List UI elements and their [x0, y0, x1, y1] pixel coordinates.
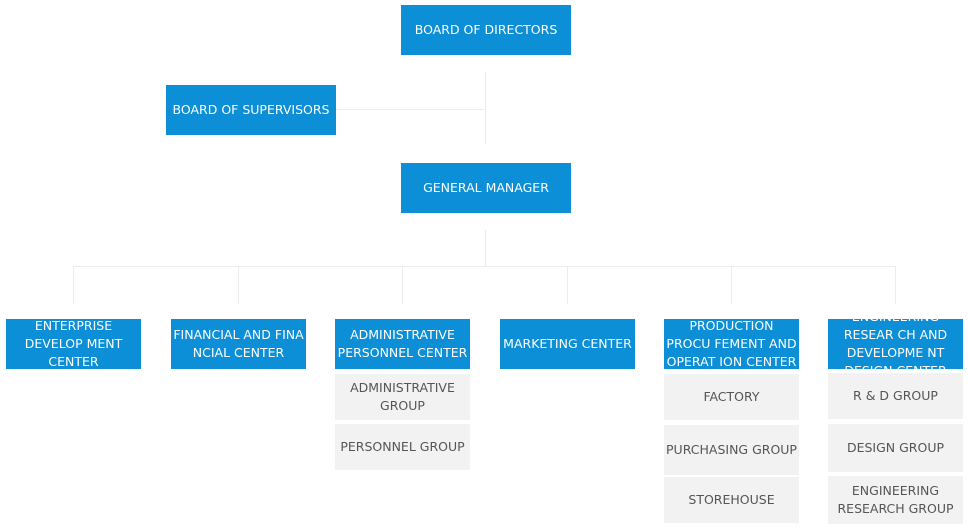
board-of-supervisors-box: BOARD OF SUPERVISORS	[166, 85, 336, 135]
connector-drop-1	[73, 266, 74, 304]
group-engineering-research: ENGINEERING RESEARCH GROUP	[828, 476, 963, 524]
center-administrative-personnel: ADMINISTRATIVE PERSONNEL CENTER	[335, 319, 470, 369]
center-production-procurement-operation: PRODUCTION PROCU FEMENT AND OPERAT ION C…	[664, 318, 799, 369]
connector-drop-6	[895, 266, 896, 304]
connector-directors-gm	[485, 72, 486, 144]
group-personnel: PERSONNEL GROUP	[335, 424, 470, 470]
connector-drop-4	[567, 266, 568, 304]
group-rd: R & D GROUP	[828, 373, 963, 419]
connector-drop-3	[402, 266, 403, 304]
connector-drop-2	[238, 266, 239, 304]
center-enterprise-development: ENTERPRISE DEVELOP MENT CENTER	[6, 318, 141, 369]
group-storehouse: STOREHOUSE	[664, 477, 799, 523]
center-financial: FINANCIAL AND FINA NCIAL CENTER	[171, 319, 306, 369]
center-engineering-rd-design: ENGINEERING RESEAR CH AND DEVELOPME NT D…	[828, 309, 963, 378]
connector-horizontal-bus	[73, 266, 896, 267]
connector-gm-down	[485, 230, 486, 267]
group-administrative: ADMINISTRATIVE GROUP	[335, 374, 470, 420]
group-design: DESIGN GROUP	[828, 424, 963, 472]
center-marketing: MARKETING CENTER	[500, 319, 635, 369]
connector-drop-5	[731, 266, 732, 304]
group-purchasing: PURCHASING GROUP	[664, 425, 799, 475]
group-factory: FACTORY	[664, 374, 799, 420]
general-manager-box: GENERAL MANAGER	[401, 163, 571, 213]
connector-supervisors	[336, 109, 485, 110]
board-of-directors-box: BOARD OF DIRECTORS	[401, 5, 571, 55]
